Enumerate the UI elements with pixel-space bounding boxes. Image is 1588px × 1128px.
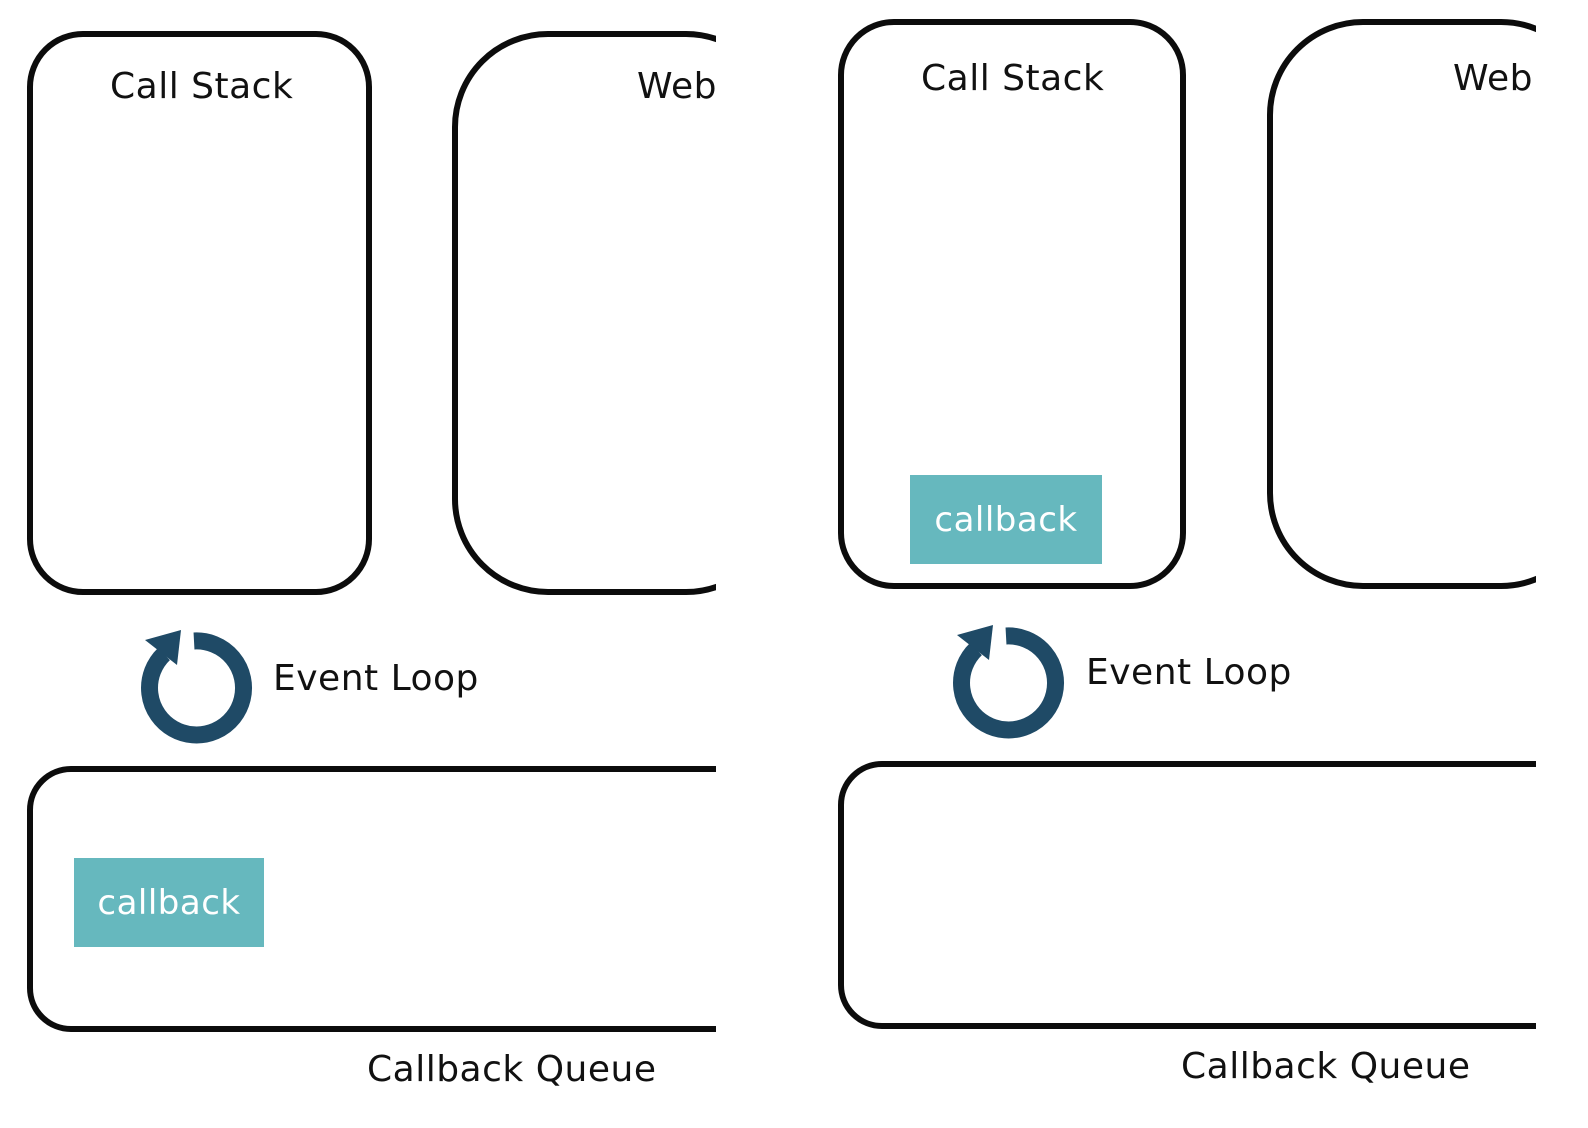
call-stack-box (27, 31, 372, 595)
web-apis-label: Web (637, 66, 716, 107)
diagram-panel-before: Call Stack Web Event Loop callback Callb… (0, 0, 716, 1128)
callback-queue-box (838, 761, 1536, 1029)
event-loop-icon (953, 625, 1064, 739)
callback-queue-label: Callback Queue (367, 1049, 657, 1090)
call-stack-label: Call Stack (110, 66, 294, 107)
event-loop-label: Event Loop (1086, 652, 1292, 693)
diagram-panel-after: Call Stack callback Web Event Loop Callb… (820, 0, 1536, 1128)
callback-chip-on-stack: callback (910, 475, 1102, 564)
event-loop-label: Event Loop (273, 658, 479, 699)
web-apis-label: Web (1453, 58, 1533, 99)
callback-queue-label: Callback Queue (1181, 1046, 1471, 1087)
web-apis-box (452, 31, 716, 595)
callback-chip-in-queue: callback (74, 858, 264, 947)
event-loop-icon (141, 630, 252, 744)
web-apis-box (1267, 19, 1536, 589)
call-stack-label: Call Stack (921, 58, 1105, 99)
